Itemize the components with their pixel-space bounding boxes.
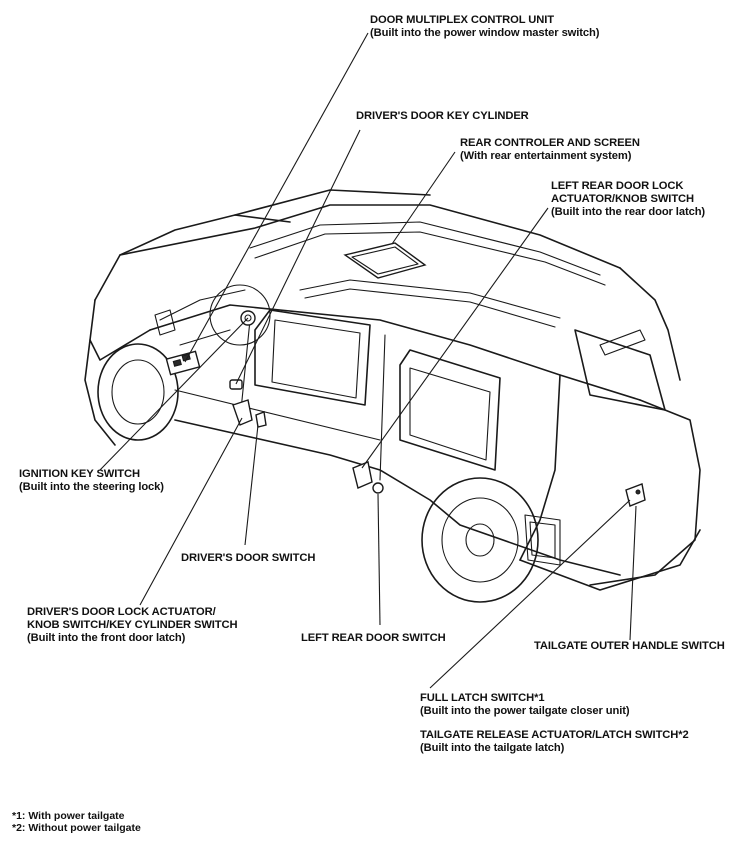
footnote-1: *1: With power tailgate	[12, 810, 125, 822]
label-driver-door-switch-title: DRIVER'S DOOR SWITCH	[181, 552, 316, 564]
label-door-multiplex-sub: (Built into the power window master swit…	[370, 27, 600, 39]
key-cylinder-part	[229, 379, 243, 390]
label-ignition-key-title: IGNITION KEY SWITCH	[19, 468, 140, 480]
label-tailgate-release: TAILGATE RELEASE ACTUATOR/LATCH SWITCH*2…	[420, 729, 689, 755]
label-ignition-key: IGNITION KEY SWITCH (Built into the stee…	[19, 468, 164, 494]
driver-door-switch-part	[255, 411, 267, 428]
label-rear-controller-sub: (With rear entertainment system)	[460, 150, 632, 162]
label-rear-controller: REAR CONTROLER AND SCREEN (With rear ent…	[460, 137, 640, 163]
leader-lines	[99, 32, 637, 689]
label-driver-lock-actuator-title1: DRIVER'S DOOR LOCK ACTUATOR/	[27, 606, 216, 618]
label-driver-lock-actuator: DRIVER'S DOOR LOCK ACTUATOR/ KNOB SWITCH…	[27, 606, 238, 645]
label-driver-door-switch: DRIVER'S DOOR SWITCH	[181, 552, 315, 565]
label-left-rear-lock: LEFT REAR DOOR LOCK ACTUATOR/KNOB SWITCH…	[551, 180, 705, 219]
label-door-multiplex-title: DOOR MULTIPLEX CONTROL UNIT	[370, 14, 554, 26]
rear-screen-part	[343, 242, 427, 279]
footnote-2: *2: Without power tailgate	[12, 822, 141, 834]
rear-lock-actuator-part	[352, 461, 373, 489]
component-parts	[165, 242, 646, 507]
label-full-latch-title: FULL LATCH SWITCH*1	[420, 692, 545, 704]
label-driver-key-cylinder: DRIVER'S DOOR KEY CYLINDER	[356, 110, 529, 123]
label-tailgate-outer-handle: TAILGATE OUTER HANDLE SWITCH	[534, 640, 725, 653]
front-lock-actuator-part	[232, 399, 253, 426]
label-driver-lock-actuator-sub: (Built into the front door latch)	[27, 632, 186, 644]
rear-door-switch-part	[372, 482, 384, 494]
tailgate-handle-part	[625, 483, 646, 507]
label-driver-key-cylinder-title: DRIVER'S DOOR KEY CYLINDER	[356, 110, 529, 122]
label-full-latch-sub: (Built into the power tailgate closer un…	[420, 705, 630, 717]
label-left-rear-lock-sub: (Built into the rear door latch)	[551, 206, 706, 218]
label-rear-controller-title: REAR CONTROLER AND SCREEN	[460, 137, 640, 149]
label-left-rear-door-switch-title: LEFT REAR DOOR SWITCH	[301, 632, 446, 644]
footnotes: *1: With power tailgate *2: Without powe…	[12, 810, 141, 834]
vehicle-body	[84, 189, 701, 603]
label-left-rear-lock-title2: ACTUATOR/KNOB SWITCH	[551, 193, 695, 205]
label-driver-lock-actuator-title2: KNOB SWITCH/KEY CYLINDER SWITCH	[27, 619, 238, 631]
window-switch-part	[165, 350, 201, 376]
label-door-multiplex: DOOR MULTIPLEX CONTROL UNIT (Built into …	[370, 14, 600, 40]
label-left-rear-door-switch: LEFT REAR DOOR SWITCH	[301, 632, 446, 645]
label-left-rear-lock-title1: LEFT REAR DOOR LOCK	[551, 180, 684, 192]
label-ignition-key-sub: (Built into the steering lock)	[19, 481, 164, 493]
label-tailgate-release-sub: (Built into the tailgate latch)	[420, 742, 565, 754]
label-full-latch: FULL LATCH SWITCH*1 (Built into the powe…	[420, 692, 630, 718]
label-tailgate-release-title: TAILGATE RELEASE ACTUATOR/LATCH SWITCH*2	[420, 729, 689, 741]
label-tailgate-outer-handle-title: TAILGATE OUTER HANDLE SWITCH	[534, 640, 725, 652]
